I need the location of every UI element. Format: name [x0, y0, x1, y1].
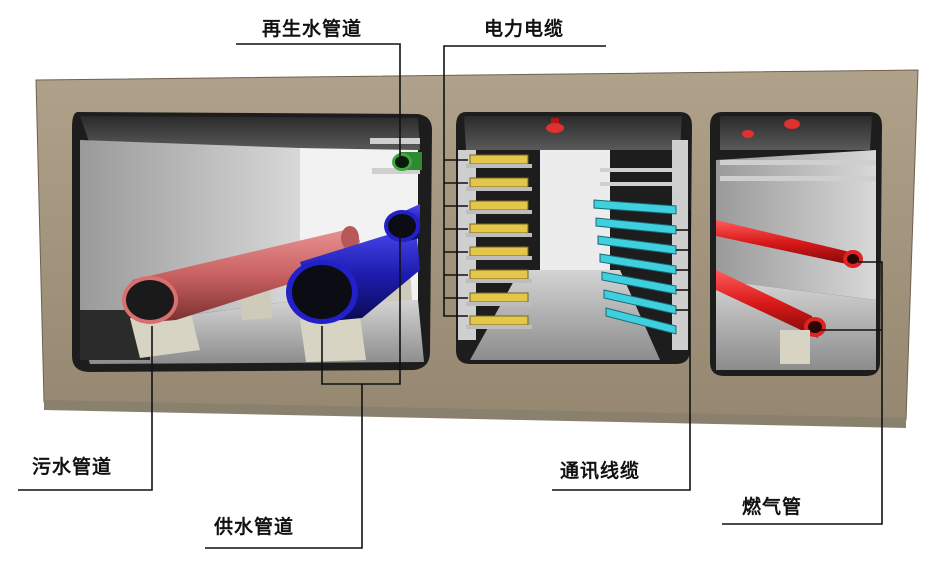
sewage-leader [18, 326, 153, 491]
telecom-cable-label: 通讯线缆 [560, 460, 641, 482]
gas-leader [722, 261, 883, 525]
leader-lines [18, 43, 883, 549]
left-chamber-ceiling [80, 116, 420, 150]
water-supply-leader [205, 384, 363, 549]
sewage-pipe [122, 226, 360, 324]
pipe-bracket [370, 138, 420, 144]
fire-sprinkler-icon [742, 119, 800, 138]
right-chamber [710, 112, 882, 376]
gas-pipe-upper [716, 220, 863, 268]
right-chamber-wall [716, 150, 876, 300]
gas-pipe-label: 燃气管 [742, 496, 803, 518]
recycled-water-pipe [392, 152, 422, 171]
middle-chamber [456, 112, 692, 364]
sewage-label: 污水管道 [32, 456, 113, 478]
cable-bracket [720, 176, 876, 181]
middle-chamber-back-wall [540, 150, 610, 270]
recycled-water-label: 再生水管道 [262, 18, 363, 40]
telecom-leader [552, 210, 691, 491]
power-cable-tray [458, 150, 532, 340]
right-chamber-ceiling [720, 116, 872, 150]
telecom-cable-tray [593, 140, 688, 350]
water-supply-label: 供水管道 [214, 516, 295, 538]
recycled-water-leader [236, 43, 401, 158]
middle-chamber-ceiling [464, 116, 682, 150]
water-supply-pipe-upper [384, 204, 420, 242]
pipe-bracket [372, 168, 420, 174]
gas-pipe-lower [716, 270, 826, 338]
water-pipe-support [300, 316, 366, 362]
power-cable-label: 电力电缆 [484, 18, 565, 40]
left-chamber [72, 112, 432, 372]
cable-bracket [720, 160, 876, 165]
fire-sprinkler-icon [546, 118, 564, 133]
water-supply-bracket [321, 232, 401, 385]
power-cable-leader [443, 45, 606, 317]
gas-pipe-support [780, 330, 810, 364]
water-supply-pipe [286, 226, 420, 324]
